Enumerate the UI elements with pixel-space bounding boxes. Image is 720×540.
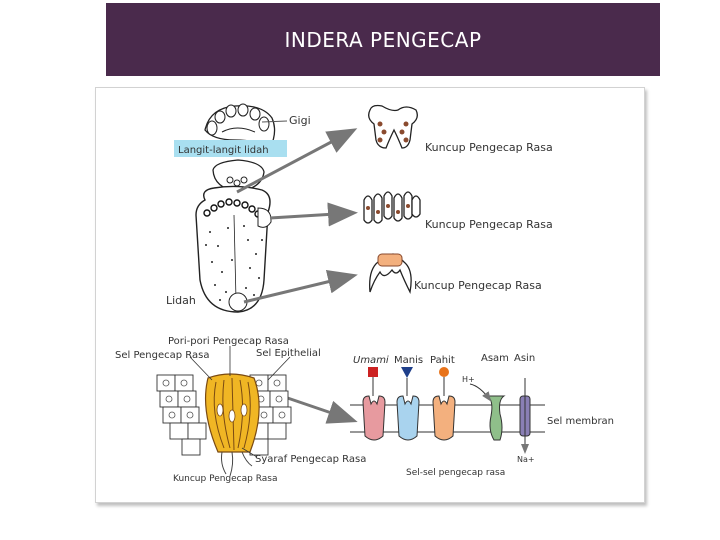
label-kuncup-bottom: Kuncup Pengecap Rasa [173,474,278,484]
label-sel-membran: Sel membran [547,416,614,427]
papilla-fungiform [369,253,412,295]
title-bar: INDERA PENGECAP [106,3,660,76]
tongue-illustration [195,103,288,313]
label-syaraf: Syaraf Pengecap Rasa [255,454,366,465]
circle-marker-icon [439,367,449,377]
receptor-cells [350,367,545,454]
label-asam: Asam [481,353,509,364]
triangle-marker-icon [401,367,413,378]
label-langit: Langit-langit lidah [178,145,269,156]
arrow-icon [236,128,358,194]
label-umami: Umami [353,355,389,366]
label-kuncup-3: Kuncup Pengecap Rasa [414,279,542,292]
label-highlight [174,140,287,157]
papilla-circumvallate [368,104,418,149]
label-kuncup-1: Kuncup Pengecap Rasa [425,141,553,154]
square-marker-icon [368,367,378,377]
label-sel-pengecap: Sel Pengecap Rasa [115,350,209,361]
label-pahit: Pahit [430,355,455,366]
label-manis: Manis [394,355,423,366]
label-na-plus: Na+ [517,455,535,464]
label-sel-epithelial: Sel Epithelial [256,348,321,359]
slide-title: INDERA PENGECAP [284,28,482,52]
papilla-foliate [363,191,421,224]
arrow-icon [269,202,358,227]
label-kuncup-2: Kuncup Pengecap Rasa [425,218,553,231]
labels: Gigi Langit-langit lidah Kuncup Pengecap… [115,114,614,484]
label-h-plus: H+ [462,375,475,384]
taste-bud-illustration [156,346,292,477]
label-gigi: Gigi [289,114,311,127]
label-asin: Asin [514,353,535,364]
label-pori: Pori-pori Pengecap Rasa [168,336,289,347]
arrow-icon [243,269,358,304]
label-sel-sel: Sel-sel pengecap rasa [406,468,505,478]
label-lidah: Lidah [166,294,196,307]
